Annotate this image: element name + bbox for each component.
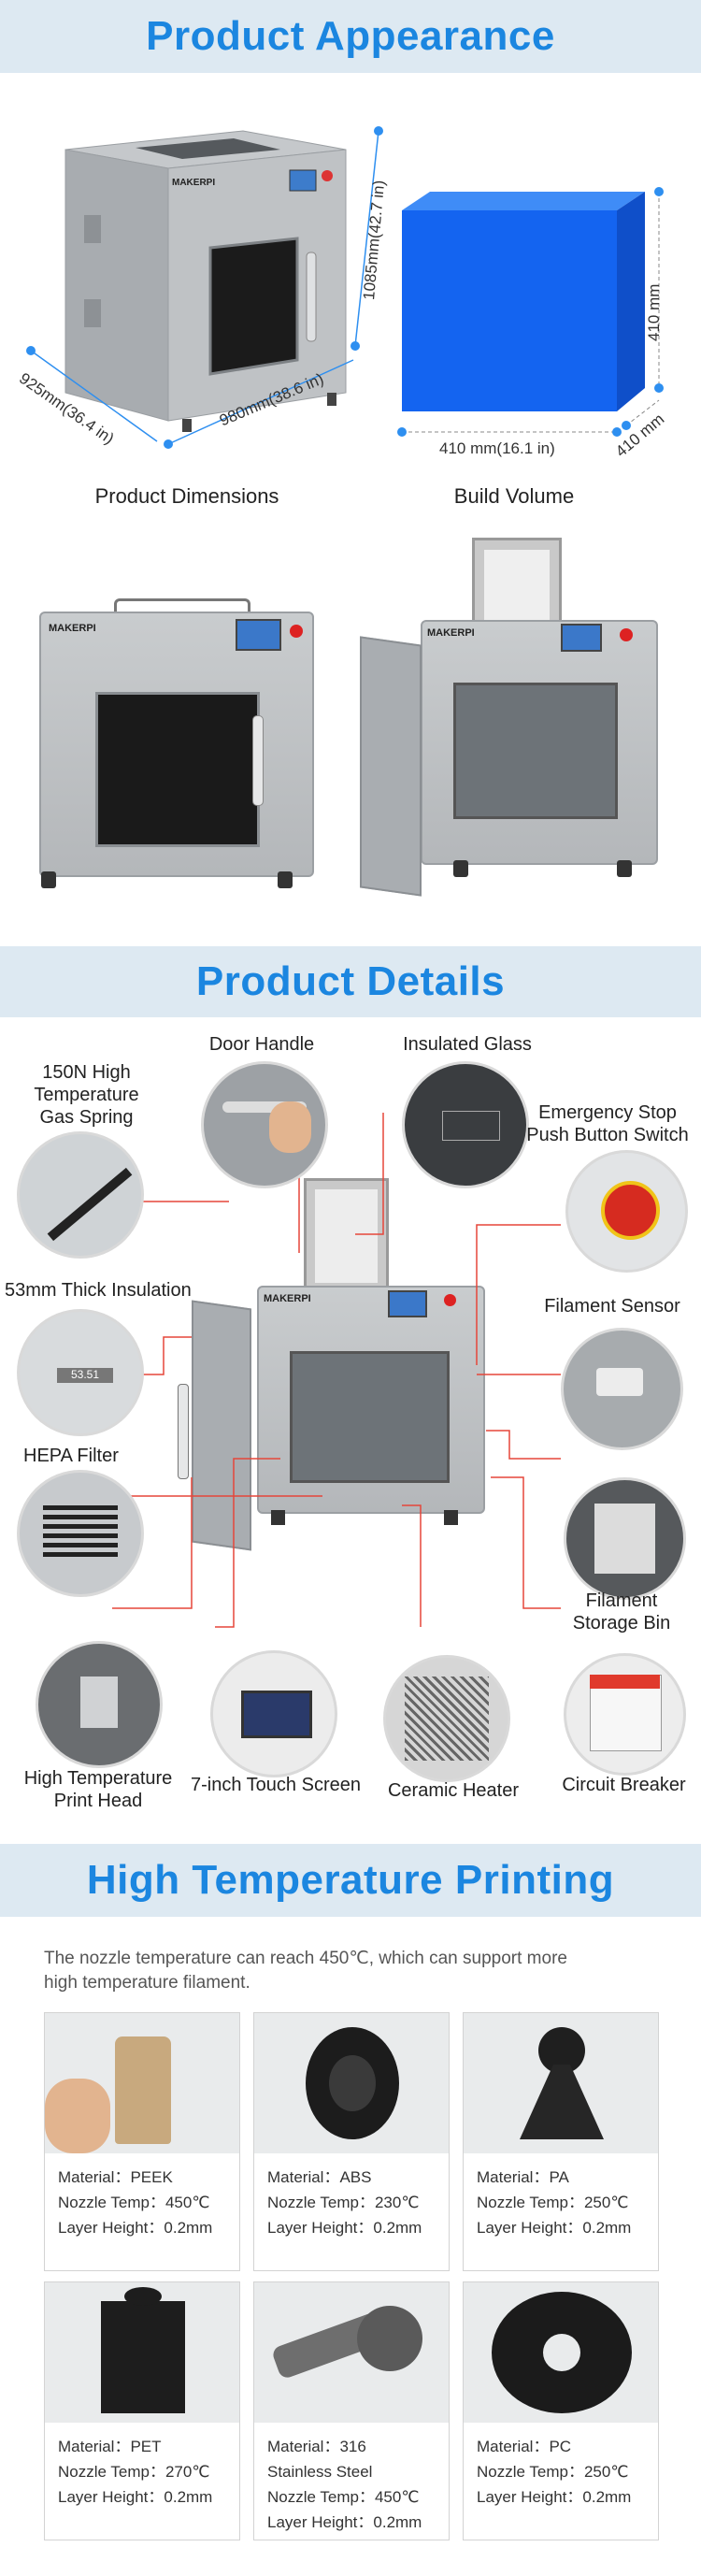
brand-logo: MAKERPI — [264, 1293, 311, 1304]
card-material: Material：ABS — [267, 2168, 372, 2186]
touch-screen — [561, 624, 602, 652]
lid-open — [304, 1178, 389, 1291]
details-title: Product Details — [195, 958, 506, 1004]
peek-sample-photo — [45, 2013, 239, 2153]
details-central-printer: MAKERPI — [178, 1178, 495, 1551]
material-card-pc: Material：PC Nozzle Temp：250℃ Layer Heigh… — [463, 2281, 659, 2540]
door-handle-photo — [201, 1061, 328, 1188]
appearance-title: Product Appearance — [146, 13, 555, 59]
build-volume-caption: Build Volume — [453, 484, 575, 508]
card-nozzle-temp: Nozzle Temp：250℃ — [477, 2194, 629, 2211]
gas-spring-photo — [17, 1131, 144, 1259]
door-handle — [178, 1384, 189, 1479]
brand-logo: MAKERPI — [427, 627, 475, 639]
ceramic-heater-photo — [383, 1655, 510, 1782]
build-volume-cube — [397, 187, 664, 437]
carry-handle — [114, 598, 250, 614]
emergency-stop-photo — [565, 1150, 688, 1273]
print-head-photo — [36, 1641, 163, 1768]
card-nozzle-temp: Nozzle Temp：270℃ — [58, 2463, 210, 2481]
hepa-filter-photo — [17, 1470, 144, 1597]
lid-open — [472, 538, 562, 627]
insulated-glass-photo — [402, 1061, 529, 1188]
circuit-breaker-photo — [564, 1653, 686, 1776]
caster-wheel-icon — [271, 1510, 285, 1525]
filament-storage-bin-label: Filament Storage Bin — [572, 1590, 671, 1633]
material-card-peek: Material：PEEK Nozzle Temp：450℃ Layer Hei… — [44, 2012, 240, 2271]
caster-wheel-icon — [453, 860, 468, 877]
card-layer-height: Layer Height：0.2mm — [267, 2513, 422, 2531]
stop-button-icon — [444, 1294, 456, 1306]
printer-perspective-illustration — [64, 130, 347, 432]
insulated-glass-label: Insulated Glass — [403, 1034, 532, 1055]
material-card-pa: Material：PA Nozzle Temp：250℃ Layer Heigh… — [463, 2012, 659, 2271]
build-chamber — [290, 1351, 450, 1483]
ceramic-heater-label: Ceramic Heater — [387, 1780, 520, 1801]
card-nozzle-temp: Nozzle Temp：250℃ — [477, 2463, 629, 2481]
stop-button-icon — [620, 628, 633, 641]
hightemp-intro: The nozzle temperature can reach 450℃, w… — [44, 1949, 567, 1993]
card-layer-height: Layer Height：0.2mm — [58, 2219, 213, 2237]
dimension-lines — [26, 126, 383, 449]
card-material: Material：PET — [58, 2438, 162, 2455]
card-material: Material：PC — [477, 2438, 572, 2455]
emergency-stop-label: Emergency Stop Push Button Switch — [526, 1102, 689, 1145]
pa-sample-photo — [464, 2013, 658, 2153]
insulation-photo: 53.51 — [17, 1309, 144, 1436]
open-door — [360, 636, 422, 897]
product-dimensions-caption: Product Dimensions — [94, 484, 279, 508]
brand-logo: MAKERPI — [172, 178, 216, 188]
card-nozzle-temp: Nozzle Temp：230℃ — [267, 2194, 420, 2211]
card-layer-height: Layer Height：0.2mm — [477, 2219, 632, 2237]
details-banner: Product Details — [0, 946, 701, 1017]
card-material: Material：316 Stainless Steel — [267, 2438, 373, 2481]
filament-sensor-label: Filament Sensor — [544, 1296, 680, 1317]
material-card-316: Material：316 Stainless Steel Nozzle Temp… — [253, 2281, 450, 2540]
card-nozzle-temp: Nozzle Temp：450℃ — [58, 2194, 210, 2211]
stainless-steel-sample-photo — [254, 2282, 449, 2423]
hepa-filter-label: HEPA Filter — [23, 1446, 119, 1466]
card-nozzle-temp: Nozzle Temp：450℃ — [267, 2488, 420, 2506]
caster-wheel-icon — [41, 871, 56, 888]
touch-screen-label: 7-inch Touch Screen — [191, 1775, 361, 1795]
caster-wheel-icon — [617, 860, 632, 877]
build-volume-height-label: 410 mm — [645, 283, 663, 341]
stop-button-icon — [290, 625, 303, 638]
material-card-pet: Material：PET Nozzle Temp：270℃ Layer Heig… — [44, 2281, 240, 2540]
door-handle-label: Door Handle — [208, 1034, 315, 1055]
build-volume-width-label: 410 mm(16.1 in) — [439, 439, 555, 457]
card-layer-height: Layer Height：0.2mm — [267, 2219, 422, 2237]
door-handle — [252, 715, 264, 806]
brand-logo: MAKERPI — [49, 623, 96, 634]
pc-sample-photo — [464, 2282, 658, 2423]
card-layer-height: Layer Height：0.2mm — [477, 2488, 632, 2506]
hightemp-banner: High Temperature Printing — [0, 1844, 701, 1917]
touch-screen — [388, 1290, 427, 1317]
insulation-label: 53mm Thick Insulation — [5, 1280, 192, 1301]
printer-dimension-figure: MAKERPI — [28, 112, 374, 468]
touch-screen-photo — [210, 1650, 337, 1777]
card-material: Material：PA — [477, 2168, 569, 2186]
build-chamber — [453, 683, 618, 819]
hightemp-title: High Temperature Printing — [86, 1857, 615, 1903]
touch-screen — [236, 619, 281, 651]
caliper-reading: 53.51 — [57, 1368, 113, 1383]
pet-sample-photo — [45, 2282, 239, 2423]
appearance-banner: Product Appearance — [0, 0, 701, 73]
caster-wheel-icon — [278, 871, 293, 888]
printer-photo-open: MAKERPI — [360, 538, 668, 912]
circuit-breaker-label: Circuit Breaker — [562, 1775, 686, 1795]
gas-spring-label: 150N High Temperature Gas Spring — [34, 1062, 139, 1128]
print-head-label: High Temperature Print Head — [23, 1768, 173, 1811]
filament-storage-bin-photo — [564, 1477, 686, 1600]
card-layer-height: Layer Height：0.2mm — [58, 2488, 213, 2506]
material-card-abs: Material：ABS Nozzle Temp：230℃ Layer Heig… — [253, 2012, 450, 2271]
printer-photo-closed: MAKERPI — [39, 598, 320, 907]
abs-sample-photo — [254, 2013, 449, 2153]
filament-sensor-photo — [561, 1328, 683, 1450]
caster-wheel-icon — [444, 1510, 458, 1525]
door-window — [95, 692, 260, 847]
card-material: Material：PEEK — [58, 2168, 173, 2186]
